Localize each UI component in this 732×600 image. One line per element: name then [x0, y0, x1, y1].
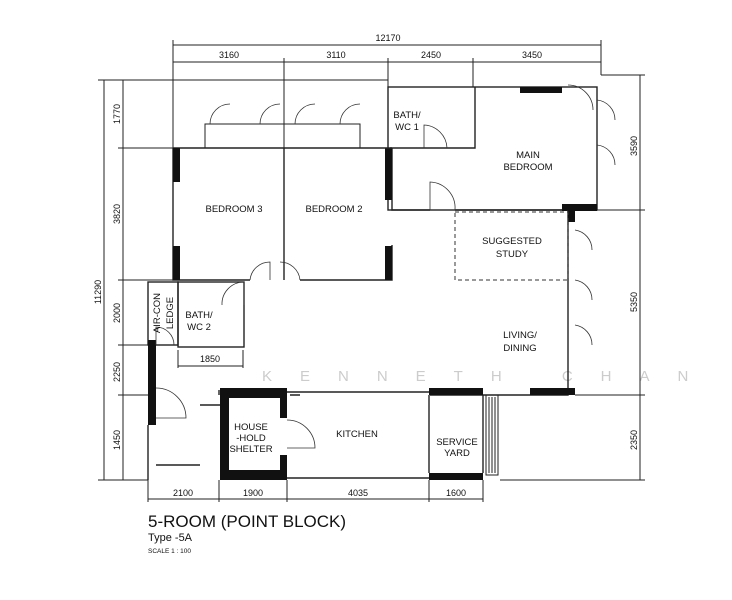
- label-bedroom-2: BEDROOM 2: [305, 204, 362, 215]
- label-household-shelter: SHELTER: [229, 444, 272, 455]
- label-bath-wc2: WC 2: [187, 322, 211, 333]
- right-dimensions: 3590 5350 2350: [500, 74, 645, 481]
- dim-left: 1770: [112, 104, 122, 124]
- dim-bottom: 1600: [446, 488, 466, 498]
- bottom-dimensions: 2100 1900 4035 1600 1850: [147, 350, 484, 502]
- dim-overall-depth: 11290: [93, 280, 103, 304]
- plan-title: 5-ROOM (POINT BLOCK): [148, 512, 346, 531]
- dim-overall-width: 12170: [375, 33, 400, 43]
- dim-bottom: 4035: [348, 488, 368, 498]
- dim-bottom: 2100: [173, 488, 193, 498]
- label-main-bedroom: BEDROOM: [503, 162, 552, 173]
- label-kitchen: KITCHEN: [336, 429, 378, 440]
- dim-top: 3110: [326, 50, 345, 60]
- dim-bottom: 1900: [243, 488, 263, 498]
- label-aircon-ledge: LEDGE: [165, 297, 176, 329]
- label-main-bedroom: MAIN: [516, 150, 540, 161]
- dim-right: 3590: [629, 136, 639, 156]
- doors: [155, 84, 616, 449]
- label-living-dining: DINING: [503, 343, 536, 354]
- dim-right: 5350: [629, 292, 639, 312]
- dim-left: 2000: [112, 303, 122, 323]
- dim-bath-wc2: 1850: [200, 354, 220, 364]
- left-dimensions: 11290 1770 3820 2000 2250 1450: [93, 79, 388, 481]
- label-bath-wc2: BATH/: [185, 310, 213, 321]
- dim-right: 2350: [629, 430, 639, 450]
- label-service-yard: SERVICE: [436, 437, 478, 448]
- label-household-shelter: -HOLD: [236, 433, 266, 444]
- label-living-dining: LIVING/: [503, 330, 537, 341]
- dim-left: 3820: [112, 204, 122, 224]
- label-suggested-study: SUGGESTED: [482, 236, 542, 247]
- dim-left: 2250: [112, 362, 122, 382]
- label-bath-wc1: WC 1: [395, 122, 419, 133]
- label-service-yard: YARD: [444, 448, 470, 459]
- dim-left: 1450: [112, 430, 122, 450]
- watermark: KENNETH CHAN: [262, 368, 716, 385]
- dim-top: 2450: [421, 50, 441, 60]
- plan-scale: SCALE 1 : 100: [148, 548, 191, 555]
- walls: [147, 86, 598, 480]
- label-suggested-study: STUDY: [496, 249, 529, 260]
- dim-top: 3160: [219, 50, 239, 60]
- dim-top: 3450: [522, 50, 542, 60]
- top-dimensions: 12170 3160 3110 2450 3450: [172, 33, 602, 148]
- label-bath-wc1: BATH/: [393, 110, 421, 121]
- label-bedroom-3: BEDROOM 3: [205, 204, 262, 215]
- label-aircon-ledge: AIR-CON: [152, 293, 163, 333]
- label-household-shelter: HOUSE: [234, 422, 268, 433]
- room-labels: BEDROOM 3 BEDROOM 2 BATH/ WC 1 MAIN BEDR…: [152, 110, 553, 459]
- plan-type: Type -5A: [148, 532, 193, 544]
- title-block: 5-ROOM (POINT BLOCK) Type -5A SCALE 1 : …: [148, 512, 346, 555]
